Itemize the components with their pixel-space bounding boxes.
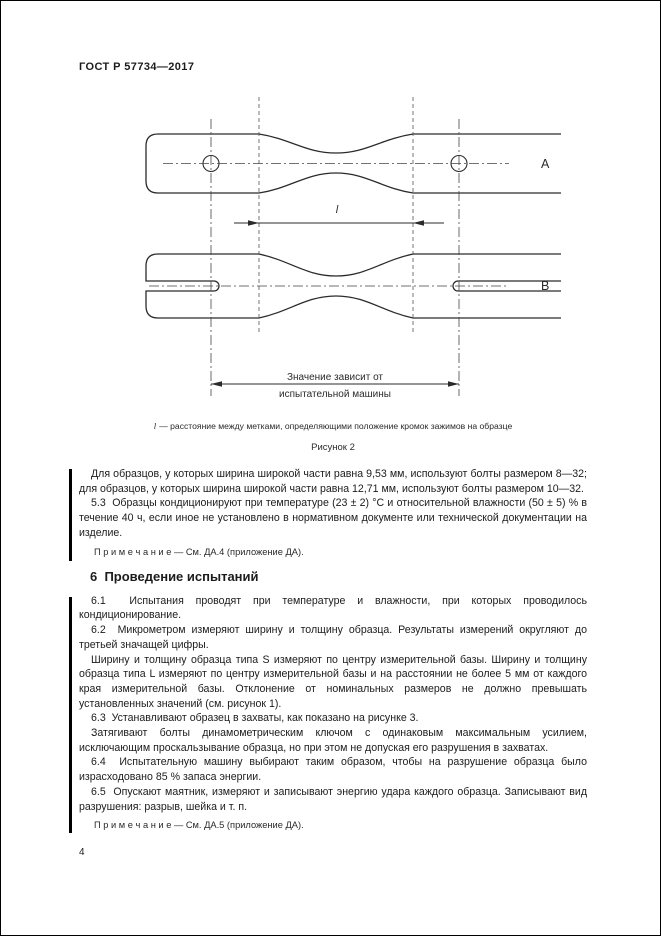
paragraph-6-5: 6.5 Опускают маятник, измеряют и записыв… — [79, 785, 587, 813]
dim-length-label: l — [336, 204, 339, 216]
specimen-a-label: A — [541, 157, 550, 171]
paragraph-5-3: 5.3 Образцы кондиционируют при температу… — [79, 497, 587, 539]
section-6-heading: 6 Проведение испытаний — [90, 569, 259, 585]
paragraph-6-2: 6.2 Микрометром измеряют ширину и толщин… — [79, 624, 587, 651]
standard-number-header: ГОСТ Р 57734—2017 — [79, 61, 195, 73]
specimen-figure: l Значение зависит от испытательной маши… — [145, 97, 561, 400]
dim-machine-text-top: Значение зависит от — [287, 372, 383, 383]
figure-caption-symbol: l — [153, 421, 157, 431]
paragraph-width-thickness: Ширину и толщину образца типа S измеряют… — [79, 653, 587, 710]
note-da4: П р и м е ч а н и е — См. ДА.4 (приложен… — [94, 546, 304, 557]
change-bar-1 — [69, 469, 72, 561]
paragraph-6-4: 6.4 Испытательную машину выбирают таким … — [79, 756, 587, 784]
paragraph-6-1: 6.1 Испытания проводят при температуре и… — [79, 594, 587, 622]
figure-title: Рисунок 2 — [311, 442, 355, 453]
paragraph-6-3: 6.3 Устанавливают образец в захваты, как… — [91, 712, 419, 725]
dim-machine-text-bottom: испытательной машины — [279, 389, 391, 400]
specimen-a-outline — [145, 133, 561, 194]
figure-caption-text: — расстояние между метками, определяющим… — [159, 421, 513, 431]
change-bar-2 — [69, 597, 72, 833]
note-da5: П р и м е ч а н и е — См. ДА.5 (приложен… — [94, 820, 304, 831]
body-text: Для образцов, у которых ширина широкой ч… — [79, 467, 587, 832]
paragraph-bolts: Для образцов, у которых ширина широкой ч… — [79, 468, 587, 495]
figure-caption: l— расстояние между метками, определяющи… — [79, 421, 587, 431]
specimen-b-label: B — [541, 279, 549, 293]
paragraph-tighten-bolts: Затягивают болты динамометрическим ключо… — [79, 727, 587, 754]
dim-machine-arrow-right — [448, 381, 459, 387]
dim-length-arrow-left — [248, 220, 259, 226]
dim-machine-arrow-left — [211, 381, 222, 387]
dim-length-arrow-right — [413, 220, 424, 226]
page-number: 4 — [79, 847, 85, 858]
